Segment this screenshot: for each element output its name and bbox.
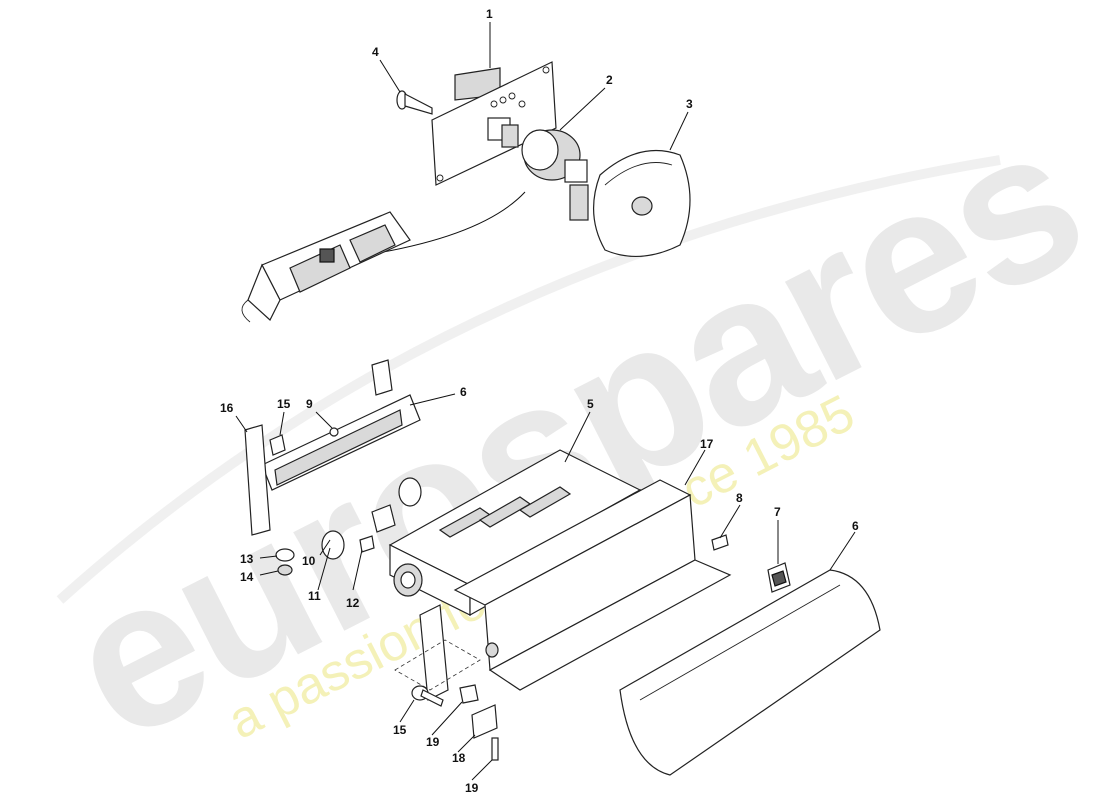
- callout-18: 18: [452, 751, 466, 765]
- callout-6: 6: [460, 385, 467, 399]
- callout-labels: 1 4 2 3 16 15 9 6 5 17 8 7 6 13 14 10 11…: [220, 7, 859, 795]
- fasteners-bottom: [394, 604, 499, 761]
- part-7-switch: [767, 562, 791, 593]
- callout-15: 15: [277, 397, 291, 411]
- callout-2: 2: [606, 73, 613, 87]
- callout-15b: 15: [393, 723, 407, 737]
- callout-14: 14: [240, 570, 254, 584]
- callout-13: 13: [240, 552, 254, 566]
- part-3-knob: [592, 149, 691, 258]
- watermark: eurospares a passion for parts since 198…: [34, 80, 1100, 785]
- callout-6b: 6: [852, 519, 859, 533]
- callout-17: 17: [700, 437, 714, 451]
- watermark-brand: eurospares: [34, 80, 1100, 785]
- part-17-frame: [453, 479, 732, 691]
- part-4-screw: [396, 90, 433, 115]
- callout-1: 1: [486, 7, 493, 21]
- callout-3: 3: [686, 97, 693, 111]
- air-vent-assembly: [241, 191, 526, 323]
- callout-4: 4: [372, 45, 379, 59]
- part-1-switch-plate: [431, 61, 557, 186]
- callout-19: 19: [426, 735, 440, 749]
- part-6-lid: [619, 569, 881, 776]
- callout-11: 11: [308, 589, 321, 603]
- callout-8: 8: [736, 491, 743, 505]
- fasteners-left: [269, 427, 422, 576]
- callout-16: 16: [220, 401, 234, 415]
- callout-10: 10: [302, 554, 316, 568]
- callout-9: 9: [306, 397, 313, 411]
- callout-12: 12: [346, 596, 360, 610]
- leader-lines: [235, 22, 856, 781]
- part-2-motor: [521, 129, 589, 221]
- callout-7: 7: [774, 505, 781, 519]
- part-6-bracket: [244, 359, 421, 536]
- callout-19b: 19: [465, 781, 479, 795]
- callout-5: 5: [587, 397, 594, 411]
